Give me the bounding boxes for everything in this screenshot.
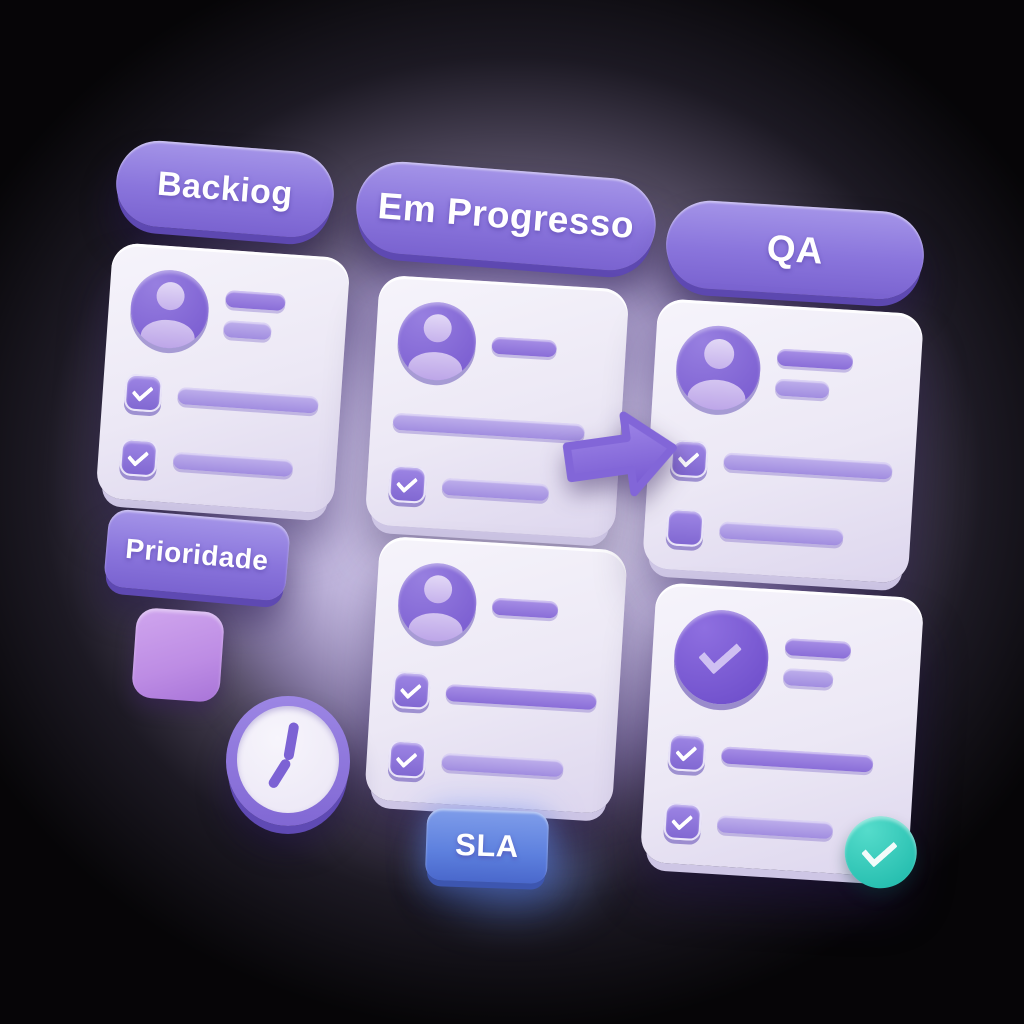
clock-hour-hand xyxy=(266,757,293,790)
check-mark xyxy=(671,808,694,831)
text-line-bar xyxy=(774,377,830,399)
card-row xyxy=(118,438,315,488)
card-row xyxy=(665,508,889,558)
check-mark xyxy=(127,444,150,467)
sla-tag[interactable]: SLA xyxy=(424,807,550,885)
clock-face xyxy=(237,706,339,813)
column-header-em-progresso-label: Em Progresso xyxy=(376,184,636,247)
card-row xyxy=(388,464,596,515)
priority-color-swatch xyxy=(130,607,226,703)
check-mark xyxy=(395,471,419,493)
check-mark xyxy=(675,739,698,762)
column-header-qa[interactable]: QA xyxy=(663,198,927,302)
text-line-bar xyxy=(441,477,550,502)
sla-tag-label: SLA xyxy=(454,826,520,865)
check-mark xyxy=(399,677,422,699)
text-lines xyxy=(491,336,604,360)
card-row xyxy=(128,267,327,358)
card-row xyxy=(673,323,901,420)
card-row xyxy=(396,560,604,651)
clock-minute-hand xyxy=(283,721,300,761)
task-card-qa-2[interactable] xyxy=(639,582,925,891)
user-avatar-icon xyxy=(673,323,763,413)
text-line-bar xyxy=(720,746,874,773)
priority-tag[interactable]: Prioridade xyxy=(102,508,292,602)
text-line-bar xyxy=(392,412,585,442)
checkbox-checked-icon[interactable] xyxy=(391,670,431,710)
card-row xyxy=(669,439,894,489)
task-card-progress-2[interactable] xyxy=(364,535,628,815)
text-line-bar xyxy=(172,451,294,478)
text-lines xyxy=(774,348,900,402)
text-line-bar xyxy=(224,289,287,311)
check-mark xyxy=(861,831,898,868)
arrow-right-icon xyxy=(562,411,677,497)
user-avatar-icon xyxy=(128,267,212,351)
text-line-bar xyxy=(716,815,834,840)
checkbox-checked-icon[interactable] xyxy=(663,802,703,842)
text-line-bar xyxy=(782,667,834,688)
check-mark xyxy=(395,746,418,768)
card-row xyxy=(391,670,598,720)
task-card-backlog-1[interactable] xyxy=(95,242,351,514)
checkbox-checked-icon[interactable] xyxy=(387,739,427,779)
text-lines xyxy=(491,597,603,621)
priority-tag-label: Prioridade xyxy=(124,532,270,577)
text-line-bar xyxy=(718,521,845,546)
checkbox-checked-icon[interactable] xyxy=(123,373,164,413)
card-row xyxy=(387,739,594,789)
check-mark xyxy=(677,445,700,468)
user-avatar-icon xyxy=(396,560,479,644)
column-header-backlog-label: Backiog xyxy=(155,164,295,213)
text-line-bar xyxy=(491,597,559,619)
text-line-bar xyxy=(776,348,854,370)
card-row xyxy=(123,373,320,423)
card-row xyxy=(667,733,893,784)
text-line-bar xyxy=(491,336,558,358)
text-line-bar xyxy=(445,683,598,711)
check-mark xyxy=(131,380,154,402)
text-line-bar xyxy=(784,637,852,659)
column-header-backlog[interactable]: Backiog xyxy=(112,137,338,241)
card-row xyxy=(395,299,606,390)
text-lines xyxy=(222,289,326,344)
column-header-qa-label: QA xyxy=(765,227,825,272)
checkbox-checked-icon[interactable] xyxy=(388,464,428,504)
text-line-bar xyxy=(222,319,272,340)
checkbox-unchecked-icon[interactable] xyxy=(665,508,705,548)
checkbox-checked-icon[interactable] xyxy=(118,438,159,478)
card-row xyxy=(671,607,901,714)
text-lines xyxy=(782,637,900,692)
clock-icon xyxy=(226,696,350,826)
text-line-bar xyxy=(177,386,319,414)
user-avatar-icon xyxy=(395,299,479,383)
done-check-circle-icon xyxy=(671,607,772,707)
checkbox-checked-icon[interactable] xyxy=(667,733,707,773)
check-mark xyxy=(698,631,743,675)
text-line-bar xyxy=(723,452,893,480)
task-card-qa-1[interactable] xyxy=(642,298,924,584)
text-line-bar xyxy=(441,752,565,778)
